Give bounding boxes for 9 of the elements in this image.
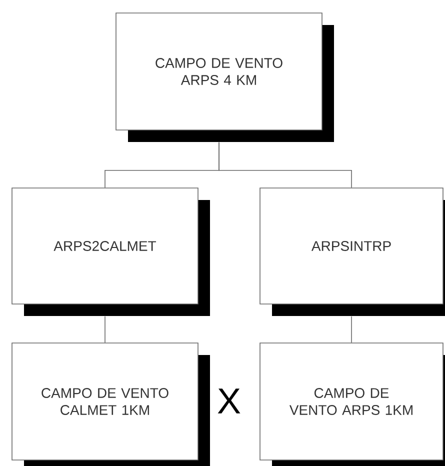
connector-line <box>218 142 352 188</box>
connector-line <box>104 316 106 343</box>
process-box: CAMPO DE VENTO ARPS 1KM <box>260 342 445 466</box>
process-box: ARPS2CALMET <box>12 188 210 316</box>
connector-line <box>351 316 352 343</box>
process-box: CAMPO DE VENTO ARPS 4 KM <box>116 12 334 142</box>
cross-mark: X <box>218 388 240 414</box>
process-box: CAMPO DE VENTO CALMET 1KM <box>12 342 210 466</box>
process-box: ARPSINTRP <box>260 188 445 316</box>
